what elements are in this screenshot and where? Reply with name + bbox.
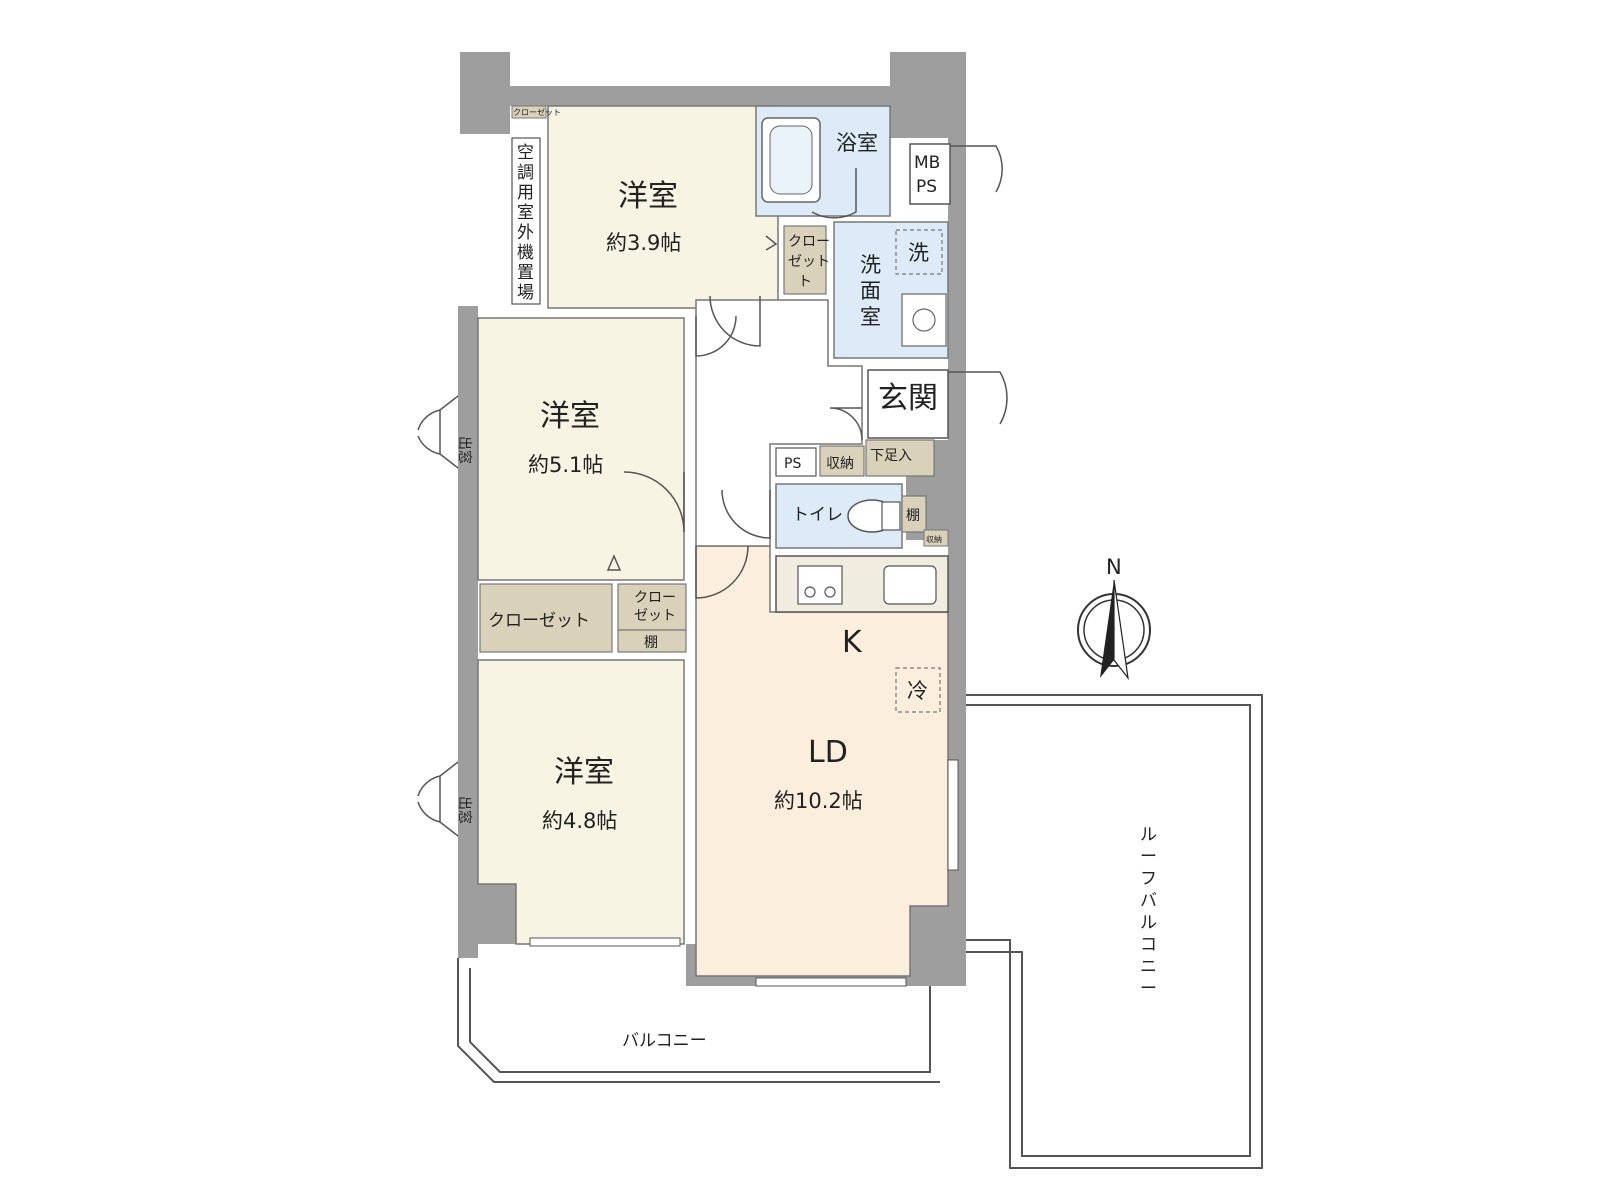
svg-text:バ: バ	[1140, 891, 1157, 911]
entrance-label: 玄関	[878, 381, 938, 416]
svg-text:ル: ル	[1140, 913, 1157, 933]
entrance	[867, 369, 949, 439]
kitchen-label: K	[842, 625, 863, 660]
bay-window-upper	[417, 395, 459, 469]
western-room-3	[477, 659, 685, 945]
ld-size: 約10.2帖	[774, 789, 863, 813]
compass	[1077, 579, 1151, 681]
room3-size: 約4.8帖	[542, 809, 617, 833]
shelf-mid	[617, 629, 687, 653]
svg-text:場: 場	[517, 283, 534, 303]
closet-room1-label-c: ト	[798, 274, 812, 290]
balcony-label: バルコニー	[622, 1031, 707, 1051]
closet-mid	[617, 583, 687, 631]
svg-text:室: 室	[517, 203, 534, 223]
bay-window-lower-label: 出窓	[456, 796, 473, 824]
svg-text:置: 置	[517, 263, 534, 283]
ld-name: LD	[808, 735, 848, 770]
compass-north-label: N	[1106, 555, 1122, 579]
svg-text:用: 用	[517, 183, 534, 203]
room2-size: 約5.1帖	[528, 453, 603, 477]
toilet-storage	[923, 529, 949, 547]
hallway	[695, 299, 863, 547]
bath-label: 浴室	[836, 131, 878, 155]
svg-text:ー: ー	[1140, 847, 1157, 867]
svg-text:外: 外	[517, 223, 534, 243]
windows	[529, 759, 959, 987]
room2-name: 洋室	[540, 399, 600, 434]
roof-balcony-label: ル ー フ バ ル コ ニ ー	[1140, 825, 1157, 999]
closet-large-label: クローゼット	[488, 611, 590, 631]
washer-space	[895, 229, 943, 275]
closet-large	[479, 583, 613, 653]
shuno-box	[819, 445, 865, 477]
shoe-cabinet	[865, 439, 935, 477]
svg-text:ー: ー	[1140, 979, 1157, 999]
sink	[883, 565, 937, 605]
ac-unit-label: 空 調 用 室 外 機 置 場	[517, 143, 534, 303]
svg-text:コ: コ	[1140, 935, 1157, 955]
closet-room1-label-b: ゼット	[788, 254, 830, 270]
svg-text:ニ: ニ	[1140, 957, 1157, 977]
living-dining	[695, 545, 949, 977]
mbps	[909, 143, 951, 205]
ac-unit-area	[511, 137, 541, 305]
shelf-mid-label: 棚	[644, 635, 658, 651]
toilet-label: トイレ	[792, 505, 843, 525]
washroom-label-1: 洗	[860, 253, 881, 277]
svg-text:空: 空	[517, 143, 534, 163]
toilet-storage-label: 収納	[926, 534, 942, 544]
closet-mid-label-a: クロー	[634, 590, 676, 606]
washroom-label-3: 室	[860, 305, 881, 329]
western-room-1	[547, 105, 779, 309]
doors	[606, 145, 1008, 599]
washbasin	[901, 293, 947, 347]
mbps-bottom-label: PS	[916, 177, 937, 197]
western-room-2	[477, 317, 685, 581]
ps-box	[775, 447, 817, 477]
svg-text:フ: フ	[1140, 869, 1157, 889]
balcony	[457, 958, 940, 1083]
closet-top-tag-label: クローゼット	[513, 107, 561, 117]
shuno-label: 収納	[826, 456, 854, 472]
bay-window-upper-label: 出窓	[456, 436, 473, 464]
svg-text:機: 機	[517, 243, 534, 263]
svg-text:調: 調	[517, 163, 534, 183]
roof-balcony	[960, 694, 1263, 1169]
closet-top-tag	[511, 105, 547, 119]
toilet-shelf-label: 棚	[906, 508, 920, 524]
ps-box-label: PS	[784, 456, 801, 472]
room1-name: 洋室	[618, 179, 678, 214]
mbps-top-label: MB	[914, 153, 940, 173]
closet-room1-label-a: クロー	[788, 234, 830, 250]
washer-label: 洗	[908, 241, 929, 265]
bay-window-lower	[417, 761, 459, 837]
fridge-space	[895, 667, 941, 713]
washroom-label-2: 面	[860, 279, 881, 303]
room1-size: 約3.9帖	[606, 231, 681, 255]
closet-mid-label-b: ゼット	[634, 608, 676, 624]
stove	[797, 565, 843, 605]
room3-name: 洋室	[554, 755, 614, 790]
svg-text:ル: ル	[1140, 825, 1157, 845]
closet-room1	[783, 225, 827, 295]
toilet-shelf	[901, 495, 927, 533]
fridge-label: 冷	[907, 679, 928, 703]
shoe-cabinet-label: 下足入	[870, 448, 912, 464]
